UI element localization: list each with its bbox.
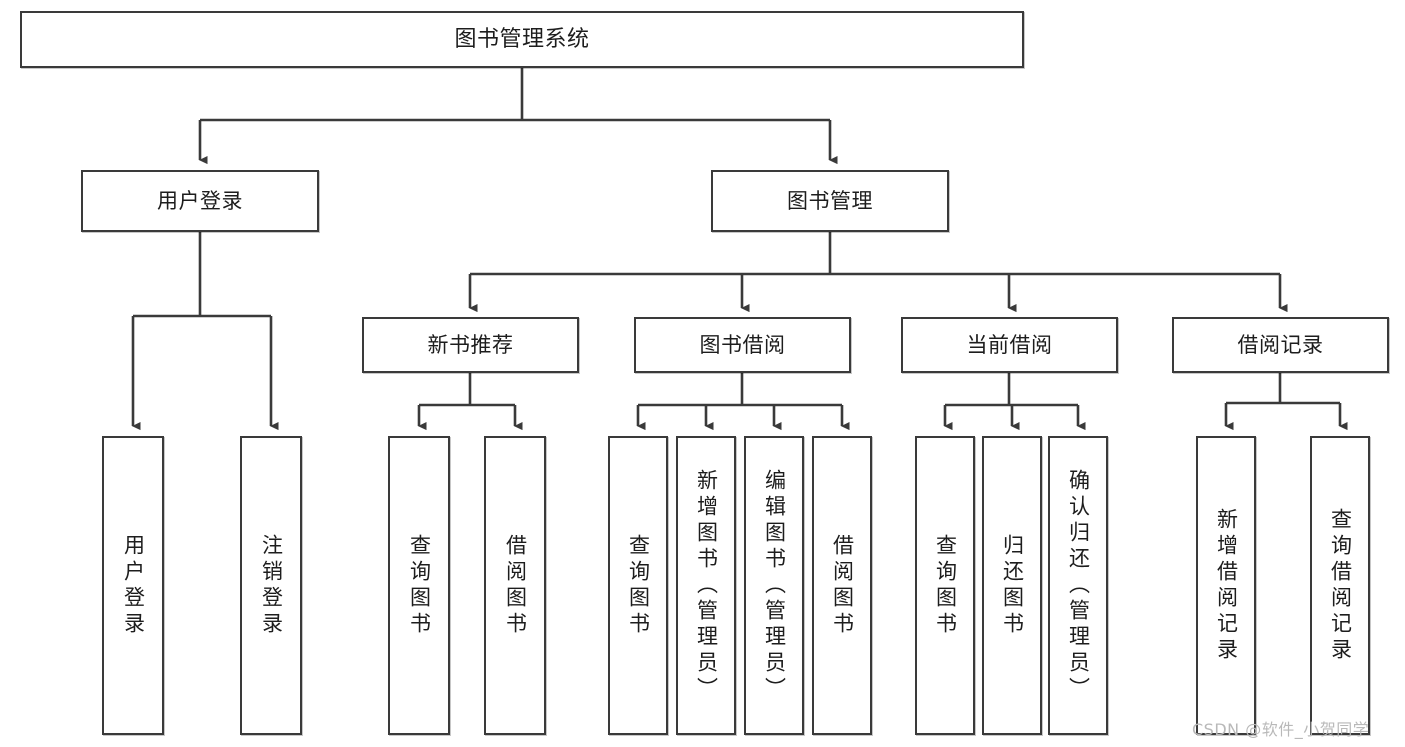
node-current-borrow-label: 当前借阅 [966,332,1053,357]
node-root[interactable]: 图书管理系统 [20,11,1024,68]
leaf-user-login-logout[interactable]: 注销登录 [240,436,302,735]
leaf-label: 查询图书 [626,533,651,638]
leaf-current-return[interactable]: 归还图书 [982,436,1042,735]
node-new-book-recommend[interactable]: 新书推荐 [362,317,579,373]
leaf-user-login-login[interactable]: 用户登录 [102,436,164,735]
leaf-records-add[interactable]: 新增借阅记录 [1196,436,1256,735]
node-borrow-records[interactable]: 借阅记录 [1172,317,1389,373]
leaf-label: 确认归还（管理员） [1066,468,1091,703]
leaf-label: 借阅图书 [830,533,855,638]
leaf-borrow-add-book[interactable]: 新增图书（管理员） [676,436,736,735]
node-book-borrow[interactable]: 图书借阅 [634,317,851,373]
leaf-current-query[interactable]: 查询图书 [915,436,975,735]
leaf-label: 新增图书（管理员） [694,468,719,703]
leaf-label: 用户登录 [121,533,146,638]
leaf-label: 查询借阅记录 [1328,507,1353,664]
node-book-borrow-label: 图书借阅 [699,332,786,357]
leaf-current-confirm-return[interactable]: 确认归还（管理员） [1048,436,1108,735]
node-user-login[interactable]: 用户登录 [81,170,319,232]
leaf-label: 查询图书 [407,533,432,638]
leaf-new-books-query[interactable]: 查询图书 [388,436,450,735]
node-user-login-label: 用户登录 [157,188,243,213]
leaf-label: 注销登录 [259,533,284,638]
node-borrow-records-label: 借阅记录 [1237,332,1324,357]
leaf-label: 查询图书 [933,533,958,638]
leaf-new-books-borrow[interactable]: 借阅图书 [484,436,546,735]
leaf-borrow-edit-book[interactable]: 编辑图书（管理员） [744,436,804,735]
node-current-borrow[interactable]: 当前借阅 [901,317,1118,373]
node-root-label: 图书管理系统 [454,26,590,52]
leaf-borrow-query[interactable]: 查询图书 [608,436,668,735]
leaf-records-query[interactable]: 查询借阅记录 [1310,436,1370,735]
node-book-management-label: 图书管理 [787,188,873,213]
node-new-book-recommend-label: 新书推荐 [427,332,514,357]
leaf-label: 编辑图书（管理员） [762,468,787,703]
leaf-label: 新增借阅记录 [1214,507,1239,664]
leaf-borrow-borrow-book[interactable]: 借阅图书 [812,436,872,735]
leaf-label: 归还图书 [1000,533,1025,638]
node-book-management[interactable]: 图书管理 [711,170,949,232]
leaf-label: 借阅图书 [503,533,528,638]
